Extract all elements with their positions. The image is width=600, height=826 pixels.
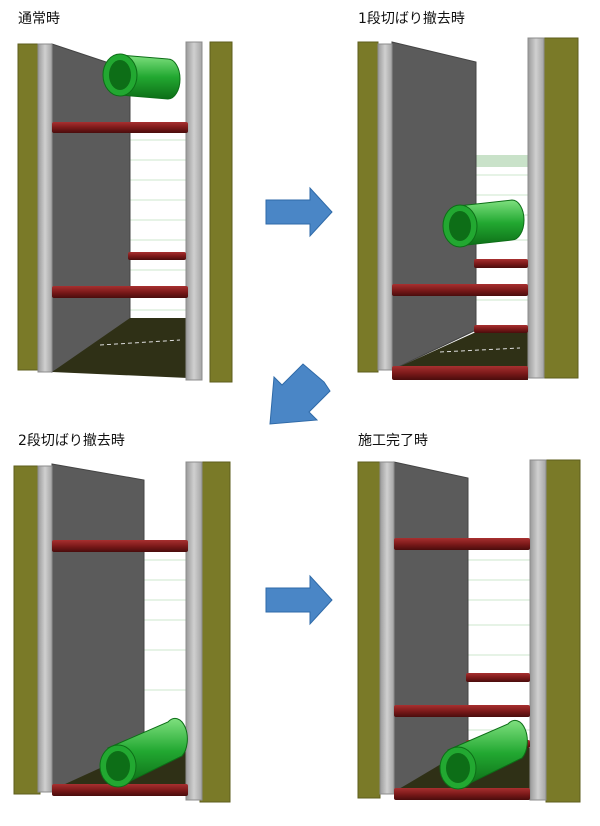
- strut-level-2-far: [466, 673, 530, 682]
- right-retaining-wall: [529, 459, 547, 801]
- strut-level-3: [392, 366, 528, 380]
- panel-title-completed: 施工完了時: [358, 433, 428, 449]
- panel-title-strut1-removed: 1段切ばり撤去時: [358, 11, 465, 27]
- panel-strut2-removed: [13, 461, 231, 803]
- excavation-floor: [52, 318, 188, 378]
- left-retaining-wall: [377, 43, 393, 371]
- strut-level-1: [394, 538, 530, 550]
- right-retaining-wall: [527, 37, 545, 379]
- sheet-pile-wall: [393, 461, 469, 793]
- right-soil: [545, 459, 581, 803]
- right-arrow-icon: [265, 186, 333, 238]
- strut-level-1: [52, 540, 188, 552]
- left-retaining-wall: [379, 461, 395, 795]
- left-soil: [357, 461, 381, 799]
- far-grid: [144, 559, 186, 741]
- strut-level-3: [52, 784, 188, 796]
- strut-level-2: [52, 286, 188, 298]
- right-retaining-wall: [185, 461, 203, 801]
- strut-level-2-far: [128, 252, 186, 260]
- strut-level-2: [392, 284, 528, 296]
- left-soil: [357, 41, 379, 373]
- right-retaining-wall: [185, 41, 203, 381]
- strut-level-2: [394, 705, 530, 717]
- right-soil: [199, 461, 231, 803]
- strut-level-3: [394, 788, 530, 800]
- left-soil: [17, 43, 41, 371]
- panel-title-strut2-removed: 2段切ばり撤去時: [18, 433, 125, 449]
- pipe: [99, 717, 188, 788]
- panel-title-normal: 通常時: [18, 11, 60, 27]
- pipe: [442, 199, 525, 248]
- pipe: [102, 53, 181, 100]
- right-soil: [209, 41, 233, 383]
- right-soil: [543, 37, 579, 379]
- down-left-arrow-icon: [269, 363, 331, 425]
- panel-normal: [17, 41, 233, 383]
- strut-level-2-far: [474, 259, 528, 268]
- pipe: [439, 719, 528, 790]
- panel-completed: [357, 459, 581, 803]
- right-arrow-icon: [265, 574, 333, 626]
- left-retaining-wall: [37, 43, 53, 373]
- panel-strut1-removed: [357, 37, 579, 380]
- left-retaining-wall: [37, 465, 53, 793]
- far-grid: [130, 139, 186, 311]
- left-soil: [13, 465, 41, 795]
- strut-level-3-far: [474, 325, 528, 333]
- strut-level-1: [52, 122, 188, 133]
